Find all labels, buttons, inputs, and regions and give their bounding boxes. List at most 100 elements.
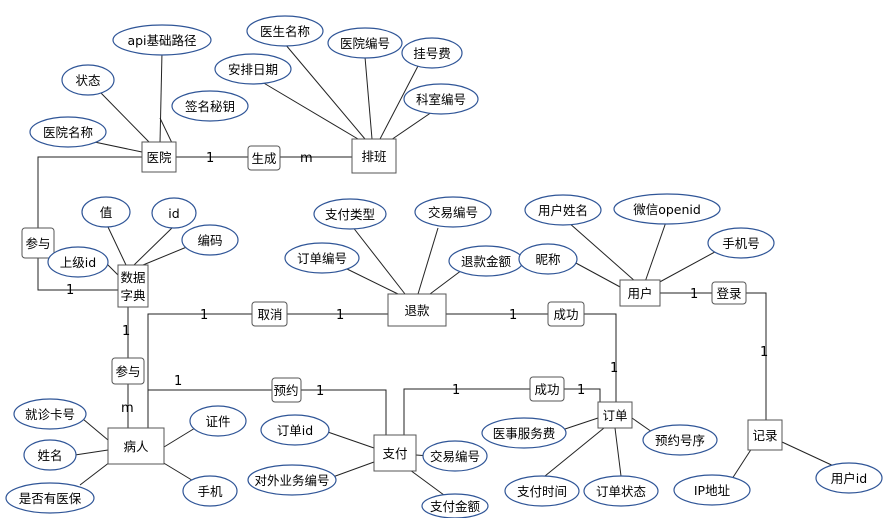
cardinality-label: 1: [610, 361, 618, 376]
attr-schedule-fee[interactable]: 挂号费: [401, 37, 463, 69]
cardinality-label: 1: [509, 308, 517, 323]
relation-label: 取消: [257, 307, 282, 322]
entity-label: 医院: [146, 150, 172, 165]
cardinality-label: 1: [690, 287, 698, 302]
attr-dict-parent-id[interactable]: 上级id: [47, 246, 109, 278]
relation-cancel[interactable]: 取消: [251, 301, 288, 327]
relation-book[interactable]: 预约: [271, 377, 302, 403]
attr-label: 医院编号: [340, 36, 390, 51]
attr-label: 证件: [205, 414, 230, 429]
entity-payment[interactable]: 支付: [373, 434, 417, 472]
attr-label: 手机号: [722, 236, 760, 251]
cardinality-label: 1: [760, 345, 768, 360]
attr-record-ip[interactable]: IP地址: [673, 474, 751, 506]
relation-login[interactable]: 登录: [711, 281, 747, 305]
attr-label: 订单id: [277, 423, 313, 438]
attr-label: 退款金额: [461, 254, 512, 269]
attr-label: 科室编号: [416, 92, 466, 107]
attr-refund-pay-type[interactable]: 支付类型: [313, 198, 387, 230]
attr-label: IP地址: [694, 483, 731, 498]
attr-schedule-dept-no[interactable]: 科室编号: [403, 83, 479, 115]
attr-label: 编码: [197, 233, 222, 248]
attr-refund-trade-no[interactable]: 交易编号: [414, 196, 492, 228]
relation-success-payment[interactable]: 成功: [529, 376, 565, 402]
attr-label: 用户姓名: [538, 203, 588, 218]
entity-user[interactable]: 用户: [619, 279, 661, 307]
attr-label: 挂号费: [413, 46, 451, 61]
attr-label: 签名秘钥: [185, 99, 235, 114]
attr-label: 交易编号: [430, 449, 480, 464]
attr-hospital-status[interactable]: 状态: [61, 64, 115, 96]
attr-label: 安排日期: [228, 62, 278, 77]
attr-user-nickname[interactable]: 昵称: [518, 243, 578, 275]
cardinality-label: 1: [452, 383, 460, 398]
attr-hospital-api-path[interactable]: api基础路径: [112, 24, 212, 56]
attr-label: 医生名称: [260, 24, 310, 39]
relation-label: 预约: [273, 383, 298, 398]
entity-label: 退款: [404, 303, 430, 318]
entity-hospital[interactable]: 医院: [141, 141, 177, 173]
entity-label: 排班: [361, 149, 386, 164]
attr-dict-id[interactable]: id: [151, 197, 197, 229]
relation-participate-dict-patient[interactable]: 参与: [111, 357, 145, 385]
attr-payment-amount[interactable]: 支付金额: [421, 493, 489, 518]
cardinality-label: 1: [66, 283, 74, 298]
attr-schedule-doctor-name[interactable]: 医生名称: [246, 15, 324, 47]
entity-label: 记录: [752, 428, 777, 443]
entity-label: 支付: [382, 446, 407, 461]
attr-order-pay-time[interactable]: 支付时间: [504, 475, 580, 507]
attr-label: 手机: [197, 484, 223, 499]
attr-patient-card-no[interactable]: 就诊卡号: [13, 398, 87, 430]
attr-label: 对外业务编号: [254, 473, 329, 488]
entity-label-line1: 数据: [120, 270, 145, 285]
entity-refund[interactable]: 退款: [387, 293, 447, 327]
attr-order-status[interactable]: 订单状态: [583, 475, 659, 507]
attr-user-name[interactable]: 用户姓名: [524, 194, 602, 226]
connector-lines: [37, 43, 839, 499]
entity-record[interactable]: 记录: [747, 419, 783, 451]
attr-refund-amount[interactable]: 退款金额: [448, 245, 524, 277]
attr-payment-order-id[interactable]: 订单id: [260, 414, 330, 446]
attr-order-service-fee[interactable]: 医事服务费: [481, 417, 567, 449]
entity-patient[interactable]: 病人: [107, 427, 165, 465]
attr-hospital-sign-key[interactable]: 签名秘钥: [171, 90, 249, 122]
attr-label: 值: [100, 205, 113, 220]
relation-label: 成功: [553, 307, 578, 322]
attr-schedule-hospital-no[interactable]: 医院编号: [327, 27, 403, 59]
attr-dict-value[interactable]: 值: [81, 196, 131, 228]
attr-label: 预约号序: [655, 433, 705, 448]
relation-success-refund[interactable]: 成功: [547, 301, 585, 327]
attr-patient-name[interactable]: 姓名: [23, 439, 77, 471]
attr-order-seq-no[interactable]: 预约号序: [642, 424, 718, 456]
attr-patient-insurance[interactable]: 是否有医保: [5, 482, 95, 514]
attr-payment-trade-no[interactable]: 交易编号: [422, 440, 488, 472]
relation-generate[interactable]: 生成: [247, 145, 281, 171]
entity-schedule[interactable]: 排班: [351, 138, 397, 174]
entity-order[interactable]: 订单: [597, 401, 633, 429]
relation-participate-hospital-dict[interactable]: 参与: [21, 227, 55, 259]
attr-patient-phone[interactable]: 手机: [182, 475, 238, 507]
relation-label: 参与: [25, 236, 50, 251]
attr-label: 昵称: [535, 252, 560, 267]
attr-patient-cert[interactable]: 证件: [189, 405, 247, 437]
entity-data-dict[interactable]: 数据 字典: [117, 264, 149, 308]
attr-user-phone[interactable]: 手机号: [707, 227, 775, 259]
attr-label: 医院名称: [43, 125, 93, 140]
attr-hospital-name[interactable]: 医院名称: [29, 116, 107, 148]
attr-user-openid[interactable]: 微信openid: [613, 193, 721, 225]
relation-label: 参与: [115, 364, 140, 379]
attr-dict-code[interactable]: 编码: [181, 224, 239, 256]
attr-schedule-date[interactable]: 安排日期: [214, 53, 292, 85]
attr-record-user-id[interactable]: 用户id: [815, 462, 883, 494]
attr-label: id: [168, 206, 179, 221]
attr-label: 上级id: [60, 255, 96, 270]
attr-label: 微信openid: [633, 202, 701, 217]
attr-label: 支付金额: [430, 499, 481, 514]
cardinality-label: m: [300, 151, 313, 166]
attr-refund-order-no[interactable]: 订单编号: [284, 242, 360, 274]
cardinality-label: m: [121, 401, 134, 416]
relation-label: 成功: [534, 382, 559, 397]
attr-payment-biz-no[interactable]: 对外业务编号: [247, 464, 337, 496]
attr-label: 就诊卡号: [25, 407, 75, 422]
